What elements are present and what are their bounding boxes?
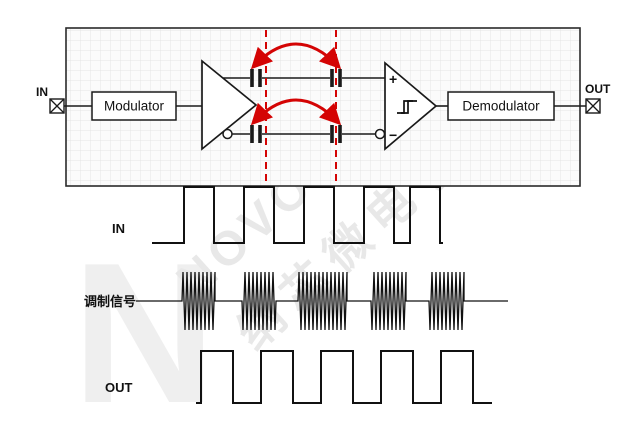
comparator-plus-label: + — [389, 71, 397, 87]
comparator-triangle — [384, 61, 438, 151]
in-port-icon — [49, 98, 65, 114]
buffer-inverter-bubble-icon — [222, 128, 233, 140]
tx-buffer-triangle — [201, 59, 258, 151]
out-label: OUT — [585, 82, 611, 96]
comparator-inverter-bubble-icon — [374, 128, 386, 140]
demodulator-box — [447, 91, 555, 121]
in-label: IN — [36, 85, 48, 99]
schmitt-trigger-icon — [397, 100, 417, 114]
coupling-arc-bottom — [250, 98, 342, 126]
modulated-wave-label: 调制信号 — [84, 294, 136, 309]
in-wave-label: IN — [112, 221, 125, 236]
modulator-label: Modulator — [104, 99, 165, 114]
out-wave-path — [196, 350, 492, 404]
out-port-icon — [585, 98, 601, 114]
in-wave-path — [152, 186, 443, 244]
out-port-x — [585, 98, 601, 114]
demodulator-label: Demodulator — [462, 99, 540, 114]
modulated-wave-path — [136, 271, 508, 331]
coupling-arc-top — [250, 42, 342, 70]
out-wave-label: OUT — [105, 380, 133, 395]
comparator-minus-label: − — [389, 127, 397, 143]
in-port-x — [49, 98, 65, 114]
